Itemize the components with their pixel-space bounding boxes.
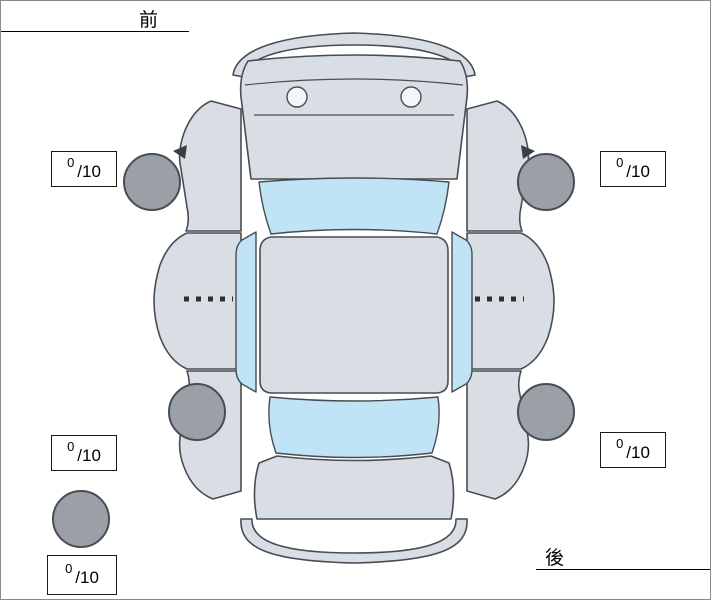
rear-fender-right [466,370,530,500]
spare-tire [52,490,110,548]
tread-score-spare: 0 /10 [47,555,117,595]
tread-score-max: /10 [626,443,650,462]
front-fender-left [178,100,242,232]
front-label: 前 [1,1,189,32]
door-panel-right [466,232,555,370]
windshield [258,177,450,235]
tread-score-max: /10 [77,446,101,465]
rear-window [268,396,440,459]
mirror-left-icon [173,145,187,159]
tread-score-max: /10 [77,162,101,181]
cowl-circle-right [400,86,422,108]
tread-score-value: 0 [67,154,75,170]
tread-score-rear-left: 0 /10 [51,435,117,471]
wheel-front-right [517,153,575,211]
side-window-right [451,231,473,393]
tread-score-rear-right: 0 /10 [600,432,666,468]
wheel-front-left [123,153,181,211]
mirror-right-icon [521,145,535,159]
rear-label: 後 [536,539,710,570]
front-label-text: 前 [139,10,159,31]
tread-score-value: 0 [616,435,624,451]
tread-score-front-right: 0 /10 [600,151,666,187]
rear-label-text: 後 [545,548,565,569]
hood [239,54,469,180]
tread-score-front-left: 0 /10 [51,151,117,187]
cowl-circle-left [286,86,308,108]
side-window-left [235,231,257,393]
roof [259,236,449,394]
tread-score-max: /10 [626,162,650,181]
tread-score-value: 0 [616,154,624,170]
front-fender-right [466,100,530,232]
rear-bumper [240,518,468,564]
front-bumper [232,32,476,78]
trunk [253,455,455,520]
wheel-rear-left [168,383,226,441]
tread-score-value: 0 [67,438,75,454]
wheel-rear-right [517,383,575,441]
tread-score-max: /10 [75,568,99,587]
tread-score-value: 0 [65,560,73,576]
hood-seam-upper [244,78,464,86]
